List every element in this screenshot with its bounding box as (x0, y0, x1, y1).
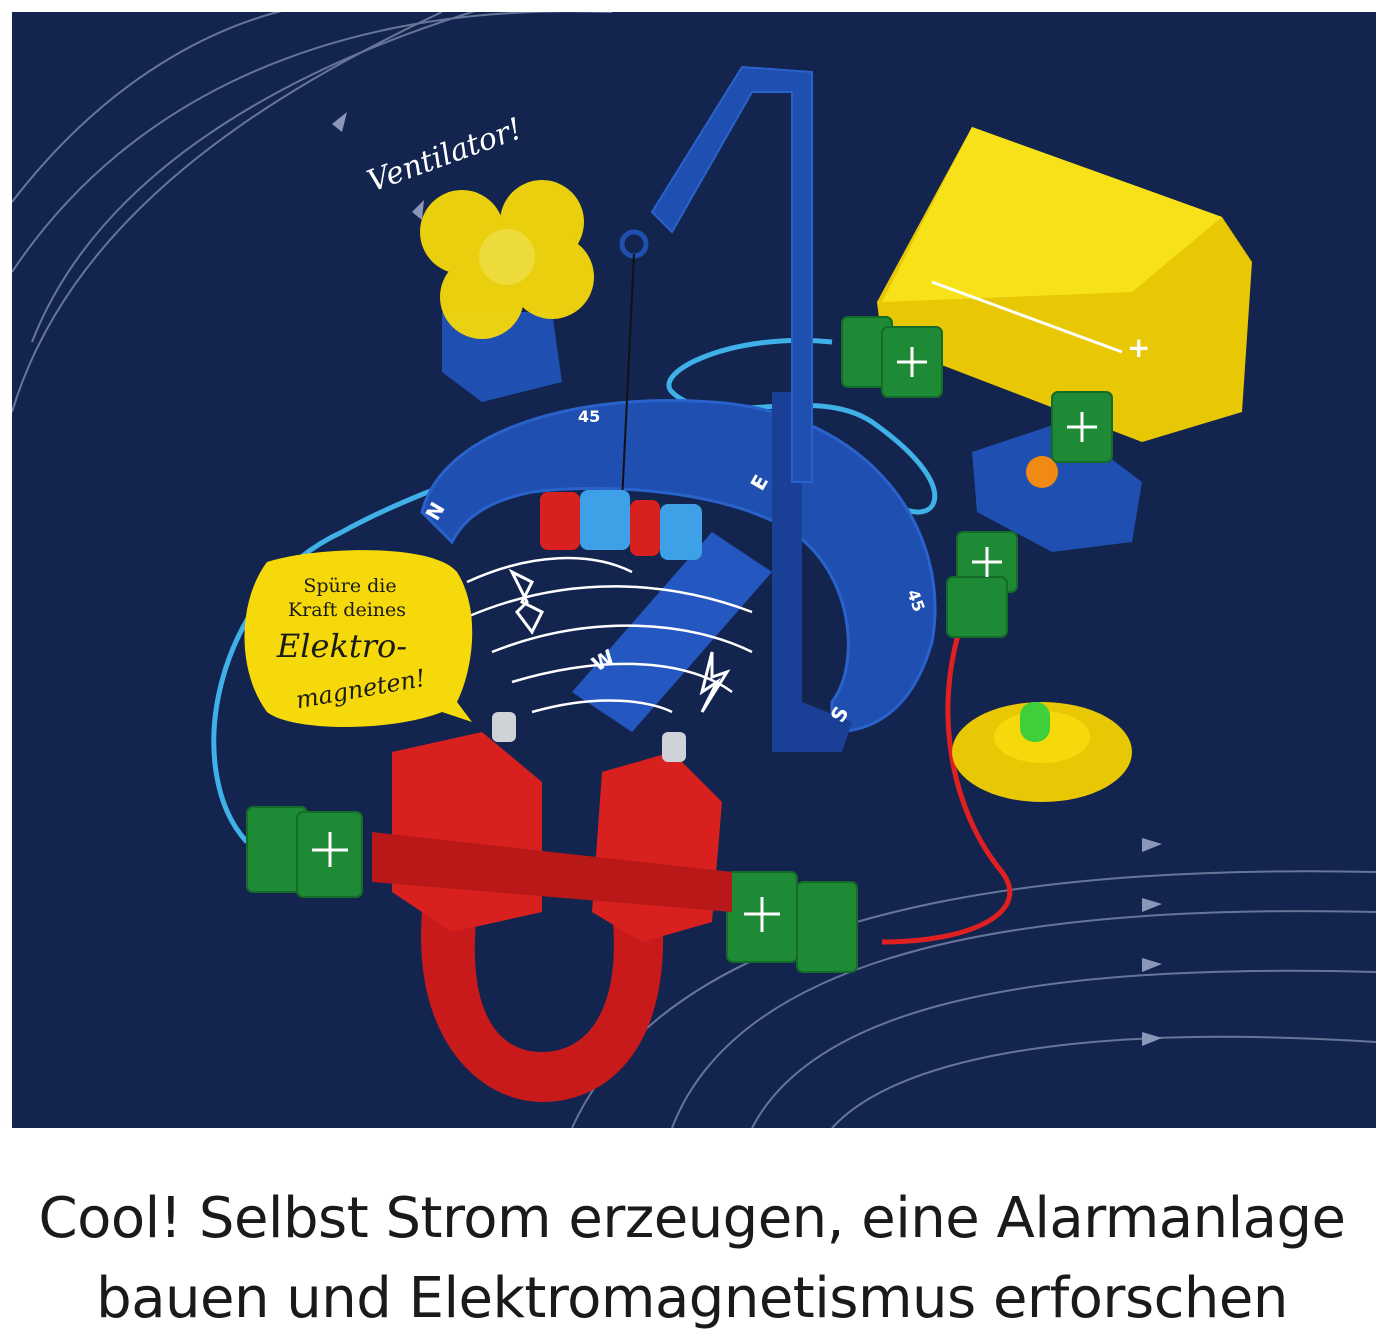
field-arrows (332, 112, 1162, 1046)
bubble-line-2: Kraft deines (288, 599, 406, 621)
fan-motor (420, 180, 594, 402)
bubble-line-1: Spüre die (303, 575, 396, 597)
battery-box: + (877, 127, 1252, 442)
fan-label: Ventilator! (363, 111, 527, 199)
product-illustration: N 45 E 45 S W Ventilator! (12, 12, 1376, 1128)
caption-line-2: bauen und Elektromagnetismus erforschen (96, 1266, 1288, 1331)
caption-line-1: Cool! Selbst Strom erzeugen, eine Alarma… (38, 1186, 1346, 1251)
compass-scale: N 45 E 45 S W (420, 392, 937, 752)
magnetic-waves (466, 556, 753, 714)
speech-bubble: Spüre die Kraft deines Elektro- magneten… (244, 550, 473, 727)
horseshoe-magnet (372, 712, 732, 1102)
battery-plus: + (1127, 331, 1150, 364)
red-wire (881, 621, 1013, 945)
connector-plus-marks (312, 347, 1097, 932)
green-connectors (246, 316, 1113, 973)
compass-label-45-top: 45 (578, 407, 600, 426)
led-module (952, 702, 1132, 802)
stand (619, 65, 813, 503)
bubble-line-3: Elektro- (276, 627, 407, 665)
illustration-svg: N 45 E 45 S W Ventilator! (12, 12, 1376, 1128)
hanging-magnet (540, 490, 702, 560)
blue-wire-top (666, 338, 938, 515)
